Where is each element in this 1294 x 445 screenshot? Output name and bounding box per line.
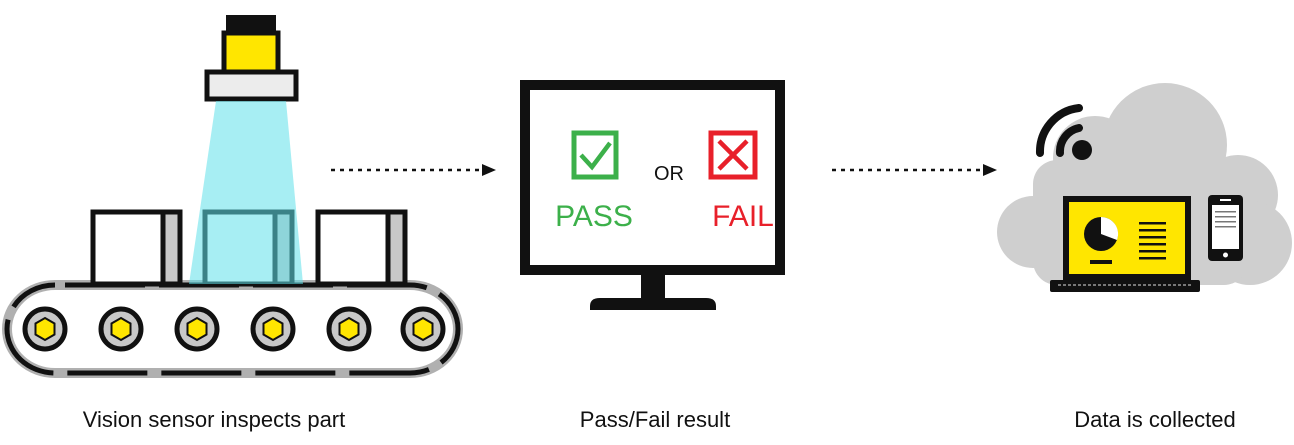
roller-3 <box>174 306 220 352</box>
phone-icon <box>1208 195 1243 261</box>
part-box-3 <box>315 209 408 287</box>
roller-2 <box>98 306 144 352</box>
laptop-icon <box>1050 196 1200 292</box>
conveyor-belt-icon <box>2 280 463 378</box>
sensor-beam <box>189 101 303 284</box>
dotted-arrow-icon <box>331 164 496 176</box>
pass-fail-monitor-icon: PASS OR FAIL <box>520 80 785 310</box>
roller-1 <box>22 306 68 352</box>
or-label: OR <box>654 163 684 185</box>
wifi-icon <box>1035 104 1092 160</box>
fail-label: FAIL <box>712 200 774 233</box>
roller-5 <box>326 306 372 352</box>
vision-sensor-conveyor-icon <box>2 15 463 378</box>
x-mark-icon <box>708 130 758 180</box>
dotted-arrow-icon <box>832 164 997 176</box>
vision-sensor-icon <box>204 15 299 102</box>
caption-step2: Pass/Fail result <box>579 407 731 432</box>
caption-step1: Vision sensor inspects part <box>82 407 346 432</box>
part-box-1 <box>90 209 183 287</box>
pass-label: PASS <box>555 200 633 233</box>
checkmark-icon <box>571 130 619 180</box>
caption-step3: Data is collected <box>1074 407 1236 432</box>
roller-6 <box>400 306 446 352</box>
roller-4 <box>250 306 296 352</box>
cloud-data-devices-icon <box>997 83 1292 292</box>
